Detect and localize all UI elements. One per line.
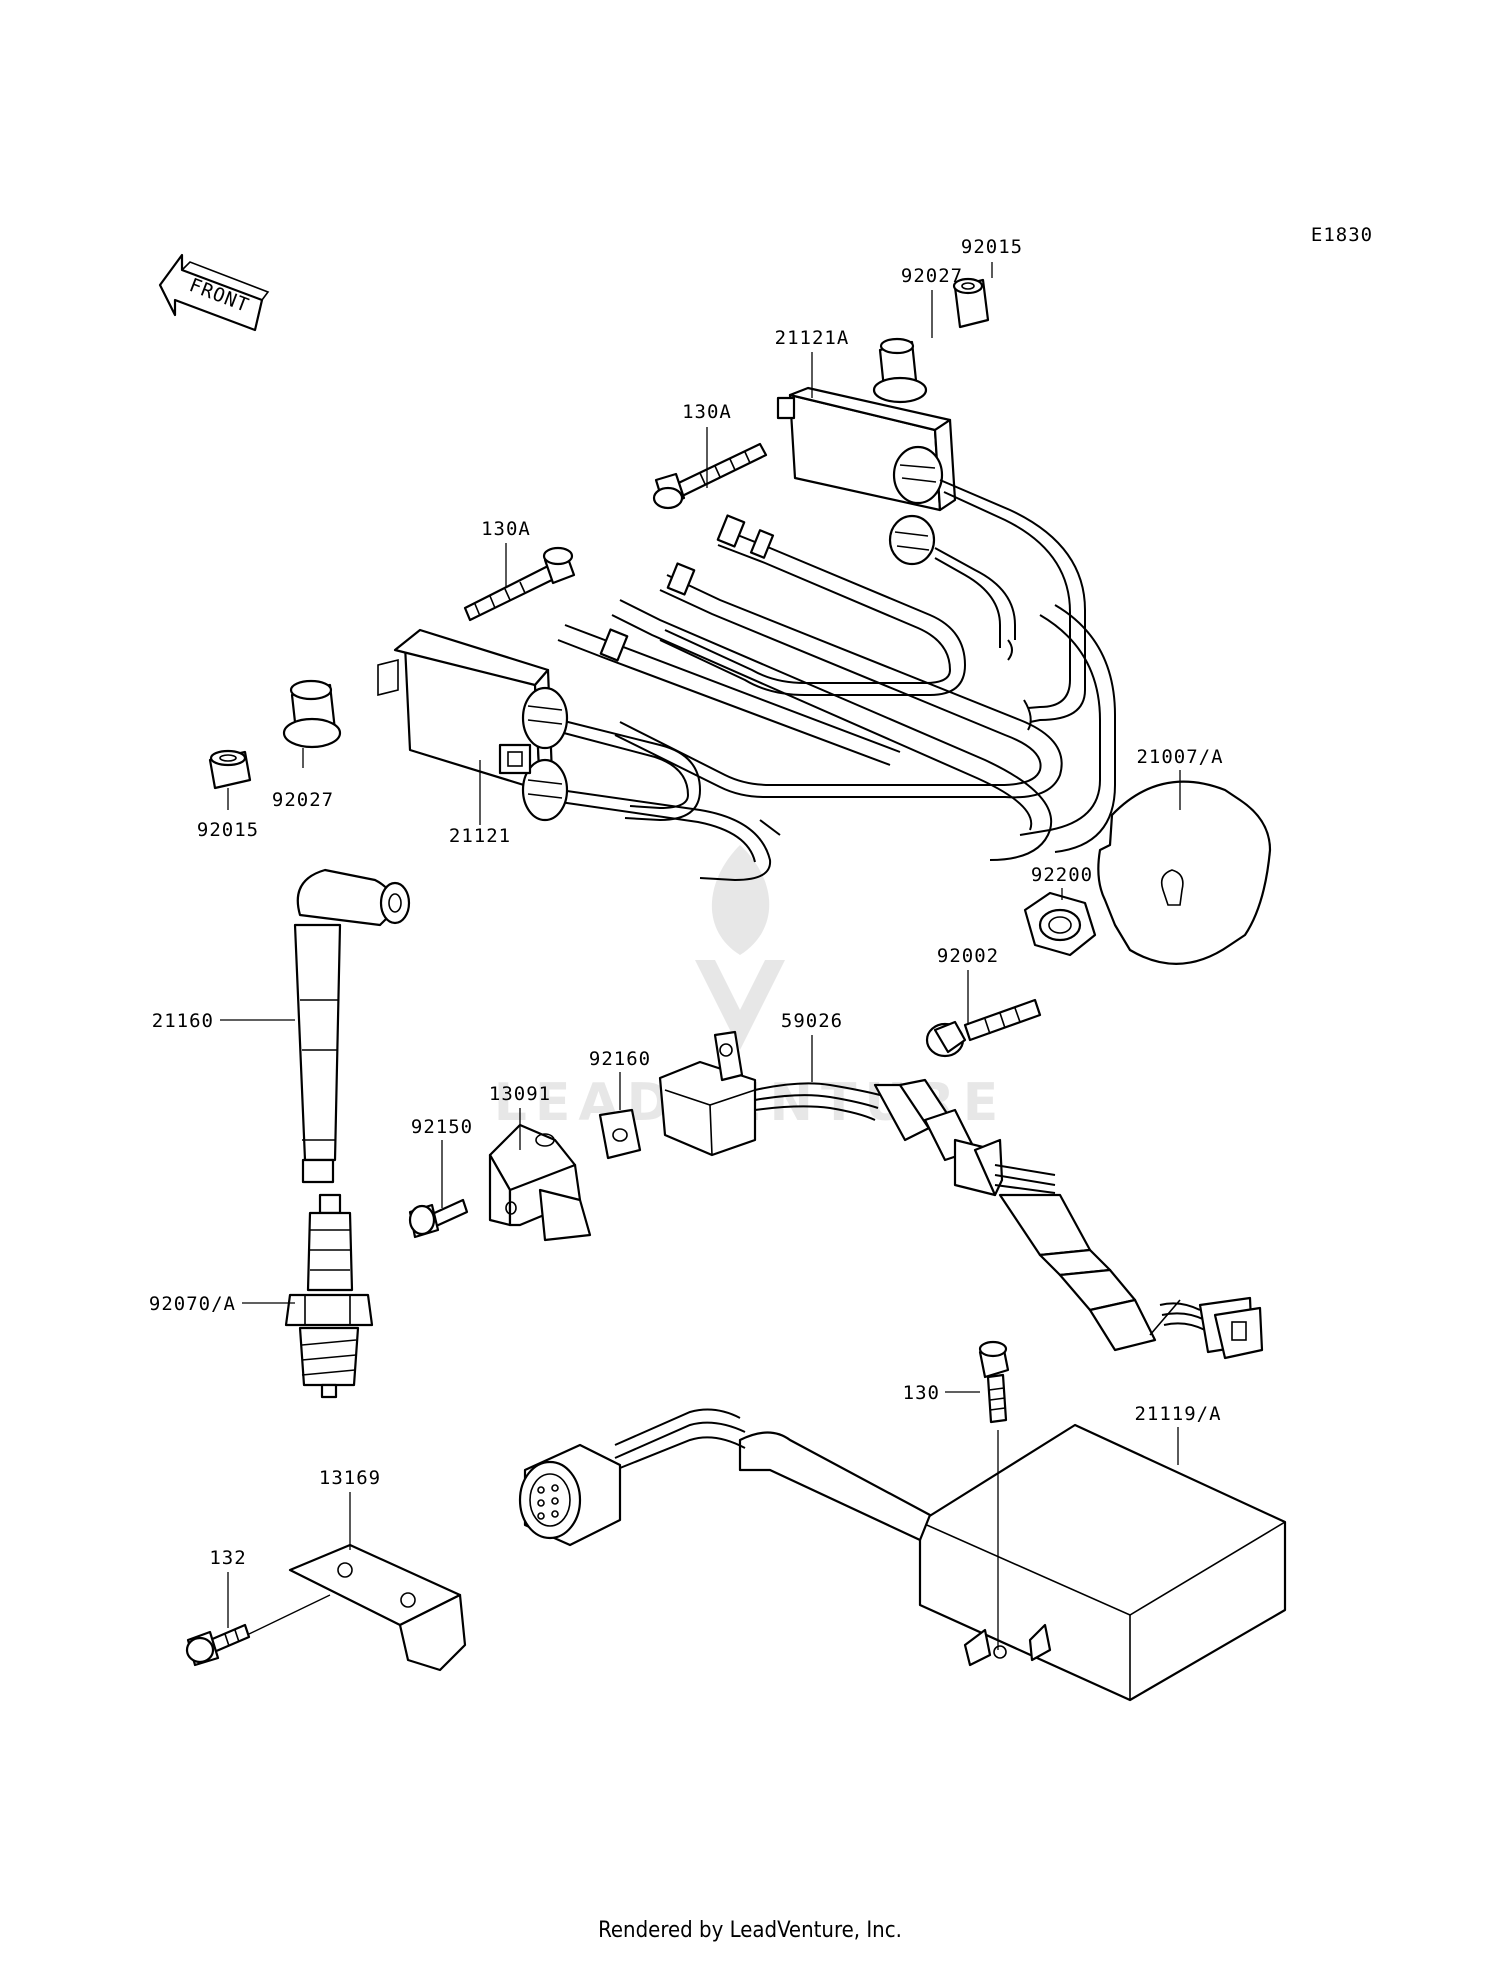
label-92015-left: 92015 — [197, 819, 259, 841]
label-13169: 13169 — [319, 1467, 381, 1489]
collar-92015-top — [952, 277, 990, 329]
front-arrow-icon: FRONT — [158, 253, 270, 332]
label-130: 130 — [903, 1382, 940, 1404]
screw-92002 — [925, 998, 1042, 1058]
collar-92015-left — [208, 749, 252, 790]
label-130A-left: 130A — [481, 518, 531, 540]
label-21121: 21121 — [449, 825, 511, 847]
bolt-130A-left — [463, 546, 576, 622]
bolt-130 — [978, 1340, 1010, 1424]
label-13091: 13091 — [489, 1083, 551, 1105]
label-92200: 92200 — [1031, 864, 1093, 886]
bracket-13091 — [488, 1123, 592, 1242]
label-92015-top: 92015 — [961, 236, 1023, 258]
label-21121A: 21121A — [775, 327, 850, 349]
label-92070A: 92070/A — [149, 1293, 236, 1315]
label-21007A: 21007/A — [1136, 746, 1223, 768]
screw-92150 — [408, 1198, 469, 1239]
label-92160: 92160 — [589, 1048, 651, 1070]
footer-credit: Rendered by LeadVenture, Inc. — [598, 1918, 902, 1943]
nut-92200 — [1023, 891, 1097, 957]
bolt-132 — [185, 1623, 251, 1667]
label-132: 132 — [209, 1547, 246, 1569]
ignition-coil-21121A — [776, 386, 957, 566]
label-92002: 92002 — [937, 945, 999, 967]
collar-92027-left — [282, 679, 342, 749]
spark-plug-92070A — [284, 1193, 374, 1399]
pickup-coil-59026 — [658, 1030, 1264, 1360]
plug-leads — [557, 514, 1116, 861]
ignition-coil-21121 — [377, 628, 569, 822]
stator-plate-21007A — [1097, 780, 1272, 965]
part-labels: 92015 92027 21121A 130A 130A 92027 92015… — [149, 236, 1223, 1569]
label-59026: 59026 — [781, 1010, 843, 1032]
diagram-code: E1830 — [1311, 224, 1373, 246]
collar-92027-top — [872, 337, 928, 404]
leader-lines — [220, 262, 1181, 1650]
coil-leads-lower — [559, 719, 781, 882]
plug-cap-21160 — [293, 868, 411, 1184]
label-21160: 21160 — [152, 1010, 214, 1032]
coil-leads-upper — [934, 479, 1086, 731]
label-130A-top: 130A — [682, 401, 732, 423]
bracket-13169 — [288, 1543, 467, 1672]
label-21119A: 21119/A — [1134, 1403, 1221, 1425]
label-92150: 92150 — [411, 1116, 473, 1138]
bolt-130A-top — [652, 442, 768, 510]
igniter-21119A — [518, 1408, 1287, 1702]
label-92027-top: 92027 — [901, 265, 963, 287]
washer-92160 — [598, 1108, 642, 1160]
label-92027-left: 92027 — [272, 789, 334, 811]
